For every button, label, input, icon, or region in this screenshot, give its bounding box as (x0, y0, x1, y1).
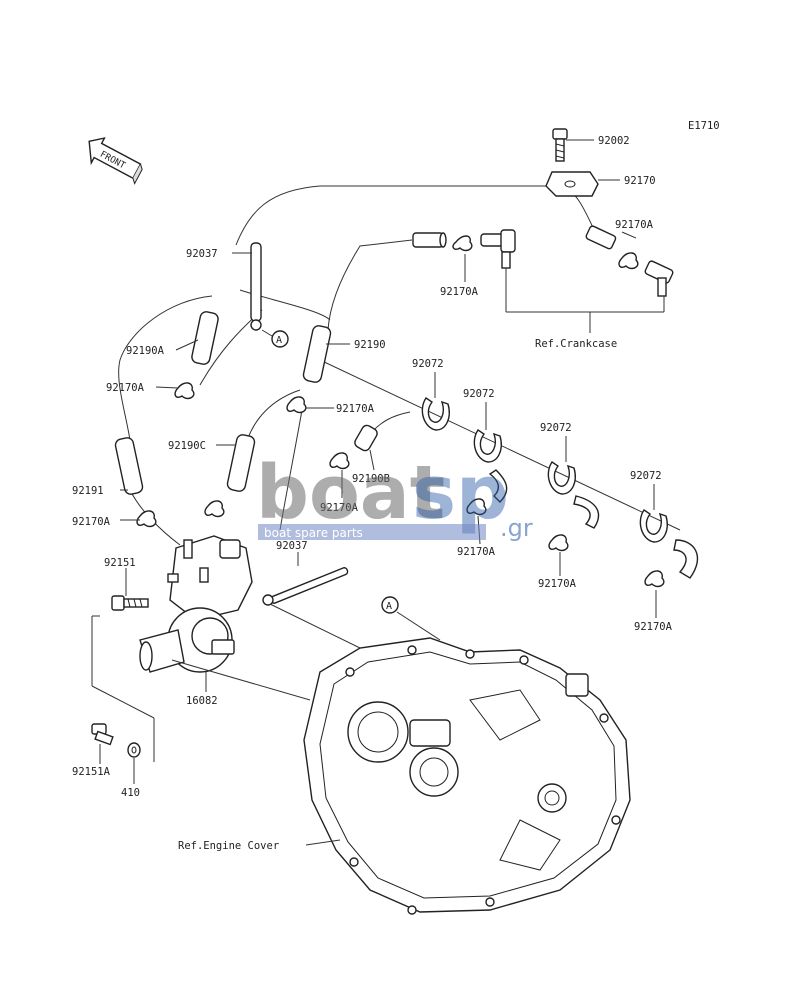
clamp-icon (174, 382, 195, 400)
clamp-icon (466, 498, 487, 516)
clip-92072-d (639, 509, 699, 579)
part-label: 410 (121, 787, 140, 799)
part-label: 92037 (276, 540, 308, 552)
elbow-fitting-left (480, 229, 516, 269)
part-label: 92190A (126, 345, 165, 357)
watermark-suffix: .gr (500, 514, 533, 542)
tube-fitting-top (412, 232, 447, 248)
part-label: 92170A (106, 382, 145, 394)
hose-92190A (191, 311, 219, 365)
clamp-icon (286, 396, 307, 414)
watermark-logo: boat sp .gr boat spare parts (256, 450, 533, 542)
hose-92190C (226, 434, 256, 492)
callout-letter: A (386, 601, 392, 612)
bolt-92151 (111, 595, 149, 611)
hose-92191 (114, 437, 144, 495)
part-label: 92190B (352, 473, 390, 485)
clamp-icon (452, 235, 473, 252)
clamp-icon (136, 510, 157, 528)
clamp-icon (548, 534, 569, 552)
part-label: 92072 (540, 422, 572, 434)
clamp-icon (644, 570, 665, 588)
part-label: 92170A (634, 621, 673, 633)
rod-92037-bottom (262, 567, 349, 606)
bolt-92151A (91, 723, 114, 746)
part-label: 92170A (72, 516, 111, 528)
callout-letter: A (276, 335, 282, 346)
part-label: 92151 (104, 557, 136, 569)
part-label: 92072 (463, 388, 495, 400)
watermark-brand-left: boat (256, 450, 445, 536)
part-label: 92151A (72, 766, 111, 778)
part-label: 92170 (624, 175, 656, 187)
clamp-icon (204, 500, 225, 518)
clamp-icon (329, 452, 350, 470)
clip-92072-c (547, 461, 600, 529)
pump-bracket-lines (91, 603, 361, 762)
engine-cover (303, 637, 631, 915)
clip-92072-a (421, 397, 450, 431)
watermark-tag-bar (258, 524, 486, 540)
tube-fitting-right (585, 225, 617, 250)
watermark-brand-right: sp (412, 450, 509, 536)
part-label: Ref.Engine Cover (178, 840, 279, 852)
hose-92190B (354, 424, 378, 452)
callout-a-bottom: A (381, 596, 441, 641)
part-label: 92072 (412, 358, 444, 370)
part-label: 16082 (186, 695, 218, 707)
oil-pump-assembly (139, 535, 253, 673)
diagram-code: E1710 (688, 120, 720, 132)
watermark-tagline: boat spare parts (264, 526, 363, 540)
bolt-92002 (552, 128, 568, 162)
part-label: 92170A (320, 502, 359, 514)
part-label: 92002 (598, 135, 630, 147)
washer-410 (127, 742, 141, 758)
leader-lines (99, 139, 657, 846)
part-label: 92170A (457, 546, 496, 558)
part-label: 92190C (168, 440, 206, 452)
hose-92037-top (250, 242, 262, 331)
clip-92072-b (473, 429, 508, 503)
part-label: 92191 (72, 485, 104, 497)
elbow-fitting-right (644, 260, 674, 297)
part-label: 92037 (186, 248, 218, 260)
part-label: 92170A (440, 286, 479, 298)
bracket-92170 (545, 171, 599, 197)
hose-92190 (302, 325, 332, 383)
clamp-icon (618, 252, 639, 270)
part-labels: 92002 92170 92170A 92037 92170A Ref.Cran… (72, 135, 673, 852)
callout-a-top: A (261, 329, 289, 348)
part-label: 92170A (336, 403, 375, 415)
part-label: 92170A (615, 219, 654, 231)
part-label: 92190 (354, 339, 386, 351)
crankcase-ref-lines (505, 268, 665, 333)
front-arrow-icon: FRONT (88, 137, 143, 185)
part-label: 92170A (538, 578, 577, 590)
part-label: Ref.Crankcase (535, 338, 617, 350)
part-label: 92072 (630, 470, 662, 482)
